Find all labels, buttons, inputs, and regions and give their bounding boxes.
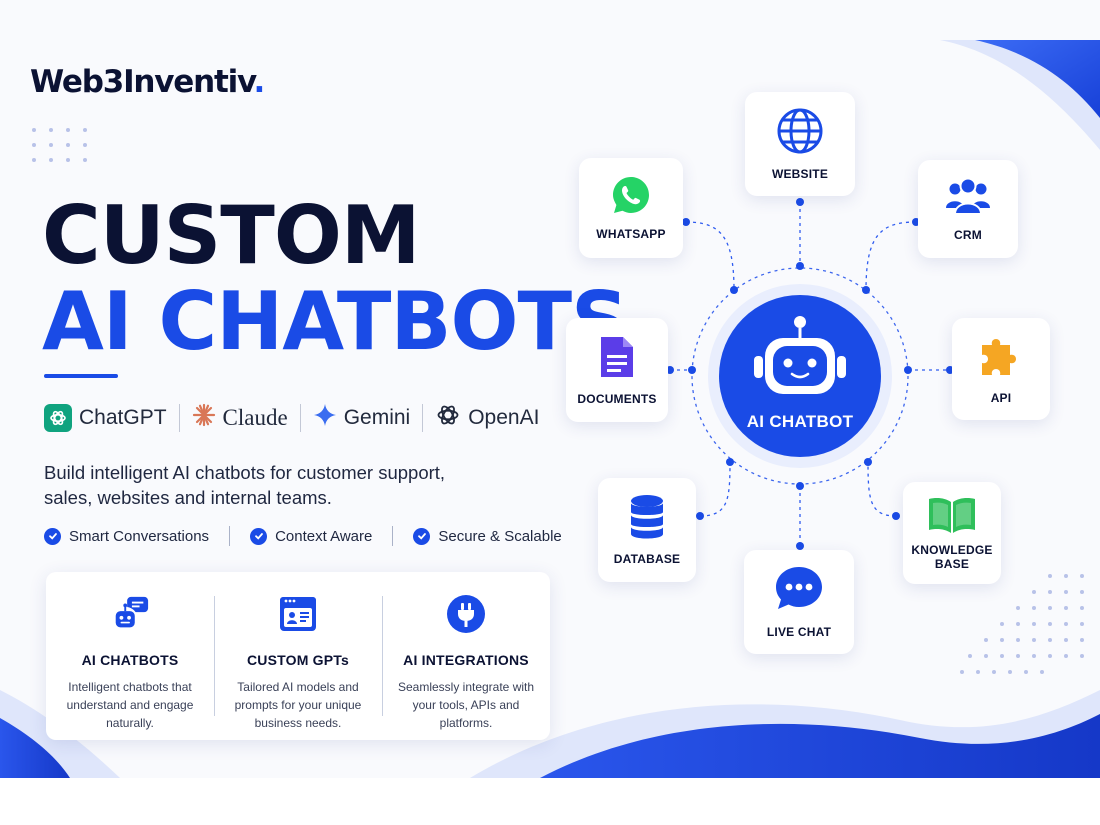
background-decor bbox=[0, 40, 1100, 778]
platform-claude: Claude bbox=[192, 403, 288, 433]
headline-underline bbox=[44, 374, 118, 378]
claude-icon bbox=[192, 403, 216, 433]
platform-chatgpt: ChatGPT bbox=[44, 404, 167, 432]
platform-gemini: Gemini bbox=[313, 403, 411, 433]
description: Build intelligent AI chatbots for custom… bbox=[44, 462, 446, 508]
node-database: DATABASE bbox=[598, 478, 696, 582]
node-api: API bbox=[952, 318, 1050, 420]
puzzle-icon bbox=[978, 333, 1024, 379]
platform-openai: OpenAI bbox=[435, 402, 539, 434]
service-cards: AI CHATBOTS Intelligent chatbots that un… bbox=[46, 572, 550, 740]
platform-label: ChatGPT bbox=[79, 406, 167, 429]
users-icon bbox=[945, 176, 991, 216]
feature-item: Smart Conversations bbox=[44, 527, 210, 545]
brand-logo: Web3Inventiv. bbox=[30, 64, 266, 100]
headline-line-1: CUSTOM bbox=[42, 189, 420, 282]
openai-icon bbox=[435, 402, 461, 434]
check-icon bbox=[250, 527, 268, 545]
chatbot-icon bbox=[110, 594, 150, 634]
hub-label: AI CHATBOT bbox=[746, 412, 854, 431]
dot-pattern bbox=[960, 574, 1084, 674]
node-label: DATABASE bbox=[613, 552, 681, 566]
brand-dot: . bbox=[253, 64, 266, 100]
check-icon bbox=[413, 527, 431, 545]
node-whatsapp: WHATSAPP bbox=[579, 158, 683, 258]
chatgpt-icon bbox=[44, 404, 72, 432]
node-label: CRM bbox=[954, 228, 982, 242]
card-title: AI INTEGRATIONS bbox=[403, 652, 529, 668]
feature-label: Smart Conversations bbox=[69, 527, 210, 545]
node-website: WEBSITE bbox=[745, 92, 855, 196]
platform-list: ChatGPT Claude Gemini OpenAI bbox=[44, 402, 539, 434]
bottom-margin bbox=[0, 778, 1100, 825]
globe-icon bbox=[776, 107, 824, 155]
platform-label: OpenAI bbox=[468, 406, 540, 429]
node-label: WHATSAPP bbox=[596, 227, 666, 241]
gemini-icon bbox=[313, 403, 337, 433]
divider bbox=[229, 526, 231, 546]
card-text: Intelligent chatbots that understand and… bbox=[66, 680, 194, 730]
platform-label: Claude bbox=[222, 405, 288, 430]
brand-name: Web3Inventiv bbox=[30, 64, 255, 100]
card-text: Tailored AI models and prompts for your … bbox=[234, 680, 362, 730]
whatsapp-icon bbox=[611, 175, 651, 215]
card-title: CUSTOM GPTs bbox=[246, 652, 350, 668]
document-icon bbox=[598, 334, 636, 380]
service-card-chatbots: AI CHATBOTS Intelligent chatbots that un… bbox=[46, 572, 214, 740]
divider bbox=[299, 404, 301, 432]
service-card-custom-gpts: CUSTOM GPTs Tailored AI models and promp… bbox=[214, 572, 382, 740]
chat-bubble-icon bbox=[774, 565, 824, 613]
node-label: DOCUMENTS bbox=[577, 392, 657, 406]
platform-label: Gemini bbox=[343, 406, 411, 429]
node-crm: CRM bbox=[918, 160, 1018, 258]
divider bbox=[392, 526, 394, 546]
node-live-chat: LIVE CHAT bbox=[744, 550, 854, 654]
check-icon bbox=[44, 527, 61, 545]
node-label: WEBSITE bbox=[771, 167, 829, 181]
book-icon bbox=[927, 495, 977, 535]
plug-icon bbox=[446, 594, 486, 634]
profile-card-icon bbox=[278, 594, 318, 634]
infographic-canvas: Web3Inventiv. CUSTOM AI CHATBOTS ChatGPT… bbox=[0, 40, 1100, 778]
database-icon bbox=[629, 494, 665, 540]
card-text: Seamlessly integrate with your tools, AP… bbox=[397, 680, 535, 730]
node-documents: DOCUMENTS bbox=[566, 318, 668, 422]
card-title: AI CHATBOTS bbox=[81, 652, 179, 668]
node-label: API bbox=[990, 391, 1012, 405]
node-label: LIVE CHAT bbox=[766, 625, 832, 639]
decorative-dots bbox=[32, 128, 88, 162]
node-label: KNOWLEDGE BASE bbox=[911, 543, 993, 571]
feature-label: Context Aware bbox=[275, 527, 373, 545]
feature-list: Smart Conversations Context Aware Secure… bbox=[44, 526, 562, 546]
feature-item: Secure & Scalable bbox=[413, 527, 562, 545]
divider bbox=[422, 404, 424, 432]
divider bbox=[178, 404, 180, 432]
headline-line-2: AI CHATBOTS bbox=[42, 275, 629, 368]
robot-icon bbox=[754, 316, 846, 394]
feature-item: Context Aware bbox=[250, 527, 373, 545]
feature-label: Secure & Scalable bbox=[438, 527, 562, 545]
node-knowledge-base: KNOWLEDGE BASE bbox=[903, 482, 1001, 584]
service-card-integrations: AI INTEGRATIONS Seamlessly integrate wit… bbox=[382, 572, 550, 740]
